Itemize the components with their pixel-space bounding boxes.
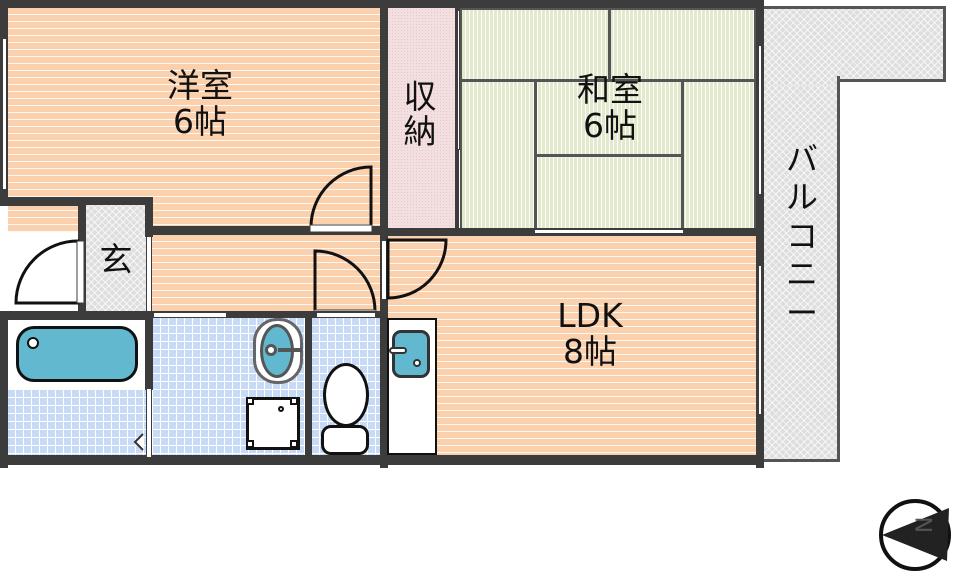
- room-name: LDK: [557, 296, 623, 335]
- exterior-wall-top: [0, 0, 762, 10]
- room-closet[interactable]: [388, 8, 456, 230]
- hallway[interactable]: [152, 235, 380, 313]
- door-handle-icon: [133, 433, 144, 451]
- wall: [756, 0, 764, 468]
- balcony-char: ル: [785, 178, 818, 217]
- wall: [150, 226, 380, 235]
- corner: [246, 440, 254, 448]
- bathtub-icon: [16, 326, 138, 382]
- balcony-char: ニ: [785, 255, 818, 294]
- bathroom-floor[interactable]: [8, 390, 146, 455]
- room-name: 和室: [577, 70, 643, 109]
- bath-door: [146, 388, 152, 458]
- corner: [290, 397, 298, 405]
- wall: [145, 197, 153, 237]
- sliding-door: [534, 229, 684, 234]
- wall: [305, 318, 312, 458]
- door-swing-toilet[interactable]: [312, 248, 380, 320]
- entrance-step: [146, 236, 152, 314]
- corner: [290, 440, 298, 448]
- balcony-label: バ ル コ ニ ー: [780, 140, 824, 332]
- room-label-entrance: 玄: [99, 240, 133, 279]
- closet-door: [457, 10, 460, 150]
- room-label-ldk: LDK 8帖: [530, 296, 650, 372]
- balcony-char: コ: [785, 216, 818, 255]
- faucet-icon: [265, 344, 277, 356]
- svg-text:N: N: [913, 517, 938, 533]
- north-arrow-icon: N: [879, 499, 951, 571]
- entrance[interactable]: [86, 205, 146, 313]
- toilet-tank-icon: [321, 425, 369, 455]
- room-western[interactable]: [8, 8, 380, 232]
- balcony[interactable]: [764, 76, 840, 462]
- drain-icon: [413, 359, 421, 367]
- room-label-japanese: 和室 6帖: [550, 70, 670, 146]
- wall: [0, 197, 152, 206]
- room-label-closet: 収 納: [400, 77, 440, 151]
- wall: [380, 8, 388, 468]
- balcony-fill: [764, 70, 837, 86]
- room-name: 収: [403, 77, 437, 116]
- room-size: 6帖: [583, 106, 637, 146]
- faucet-pipe: [278, 348, 302, 352]
- door-swing-western[interactable]: [308, 164, 374, 234]
- washroom[interactable]: [153, 318, 305, 455]
- sliding-door: [153, 312, 227, 318]
- window: [2, 38, 7, 190]
- wall: [0, 311, 8, 468]
- window: [758, 45, 762, 195]
- balcony-char: バ: [785, 140, 818, 178]
- wall: [0, 455, 762, 465]
- window: [758, 265, 762, 415]
- tatami-line: [534, 154, 684, 157]
- door-swing-ldk[interactable]: [386, 238, 450, 304]
- tatami-line: [608, 8, 611, 81]
- wall: [145, 315, 153, 390]
- door-swing-entrance[interactable]: [12, 238, 84, 308]
- room-size: 8帖: [563, 332, 617, 372]
- corner: [246, 397, 254, 405]
- drain: [278, 406, 284, 412]
- room-size: 6帖: [173, 102, 227, 142]
- balcony-char: ー: [785, 293, 818, 332]
- balcony[interactable]: [764, 6, 946, 82]
- drain-icon: [27, 337, 39, 349]
- toilet-bowl-icon: [323, 363, 369, 427]
- room-name: 納: [403, 111, 437, 151]
- room-ldk[interactable]: [388, 236, 756, 455]
- kitchen-sink-icon: [392, 330, 430, 378]
- room-name: 洋室: [167, 66, 233, 105]
- faucet-icon: [389, 347, 407, 354]
- room-label-western: 洋室 6帖: [140, 66, 260, 142]
- door-frame: [316, 312, 376, 318]
